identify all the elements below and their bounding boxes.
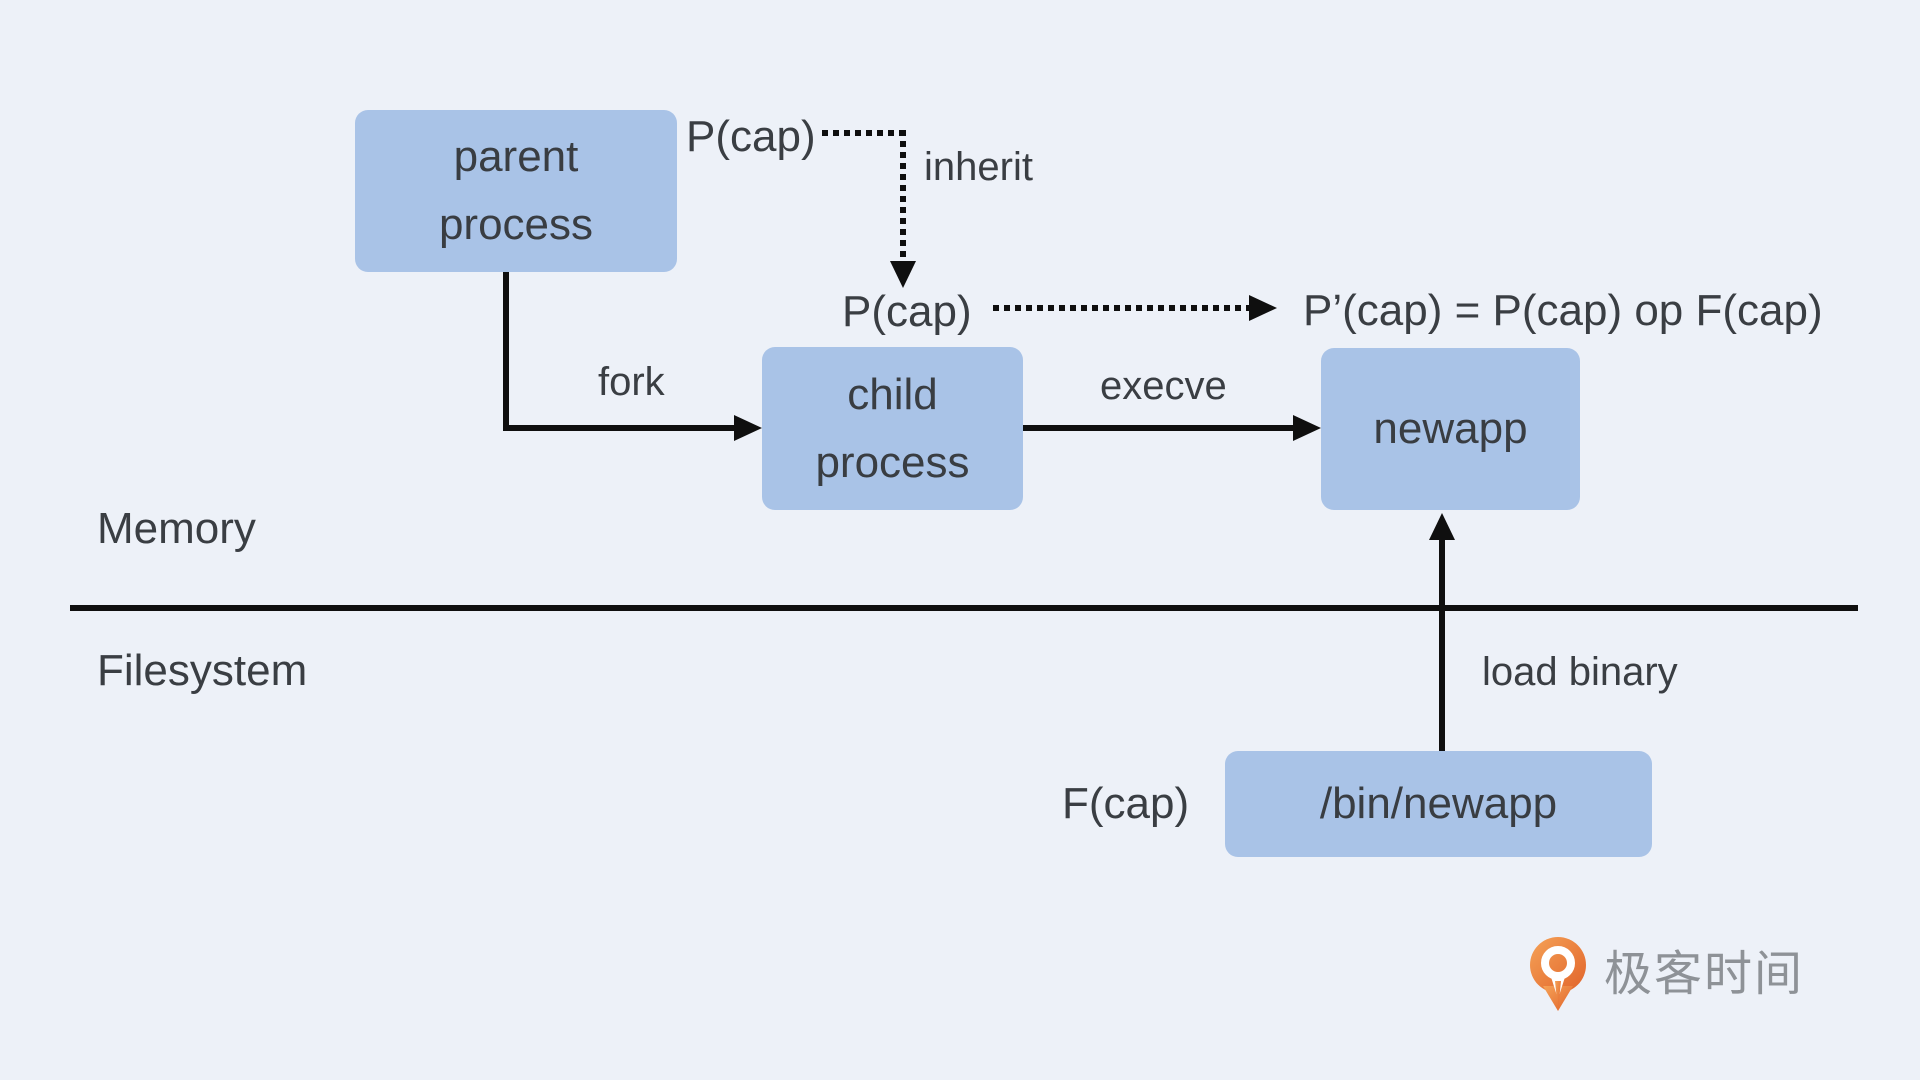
newapp-label: newapp xyxy=(1373,404,1528,453)
inherit-arrowhead-icon xyxy=(890,261,916,288)
cap-transform-arrowhead-icon xyxy=(1249,295,1277,321)
geektime-logo-icon xyxy=(1530,937,1586,1011)
geektime-logo-text: 极客时间 xyxy=(1604,948,1805,1001)
parent-process-node: parent process xyxy=(355,110,677,272)
fork-arrowhead-icon xyxy=(734,415,762,441)
parent-pcap-label: P(cap) xyxy=(686,112,816,161)
child-process-label-line1: child xyxy=(847,369,938,419)
geektime-logo: 极客时间 xyxy=(1528,936,1804,1014)
fork-arrow-vertical-segment xyxy=(503,272,509,431)
fork-label: fork xyxy=(598,360,665,404)
execve-label: execve xyxy=(1100,364,1227,408)
child-process-label-line2: process xyxy=(815,437,970,487)
memory-region-label: Memory xyxy=(97,504,256,553)
inherit-arrow-vertical-segment xyxy=(900,130,906,262)
execve-arrow-line xyxy=(1023,425,1293,431)
child-process-node: child process xyxy=(762,347,1023,510)
inherit-label: inherit xyxy=(924,145,1033,189)
bin-newapp-node: /bin/newapp xyxy=(1225,751,1652,857)
cap-transform-formula: P’(cap) = P(cap) op F(cap) xyxy=(1303,286,1823,335)
load-binary-label: load binary xyxy=(1482,650,1678,694)
parent-process-label-line2: process xyxy=(438,200,594,249)
inherit-arrow-horizontal-segment xyxy=(822,130,905,136)
parent-process-label-line1: parent xyxy=(453,132,579,181)
bin-newapp-label: /bin/newapp xyxy=(1319,779,1558,828)
execve-arrowhead-icon xyxy=(1293,415,1321,441)
cap-transform-arrow-line xyxy=(993,305,1249,311)
load-binary-arrow-line xyxy=(1439,538,1445,751)
fork-arrow-horizontal-segment xyxy=(503,425,734,431)
child-pcap-label: P(cap) xyxy=(842,287,972,336)
memory-filesystem-divider xyxy=(70,605,1858,611)
newapp-node: newapp xyxy=(1321,348,1580,510)
load-binary-arrowhead-icon xyxy=(1429,513,1455,540)
filesystem-region-label: Filesystem xyxy=(97,646,308,695)
file-fcap-label: F(cap) xyxy=(1062,779,1190,828)
